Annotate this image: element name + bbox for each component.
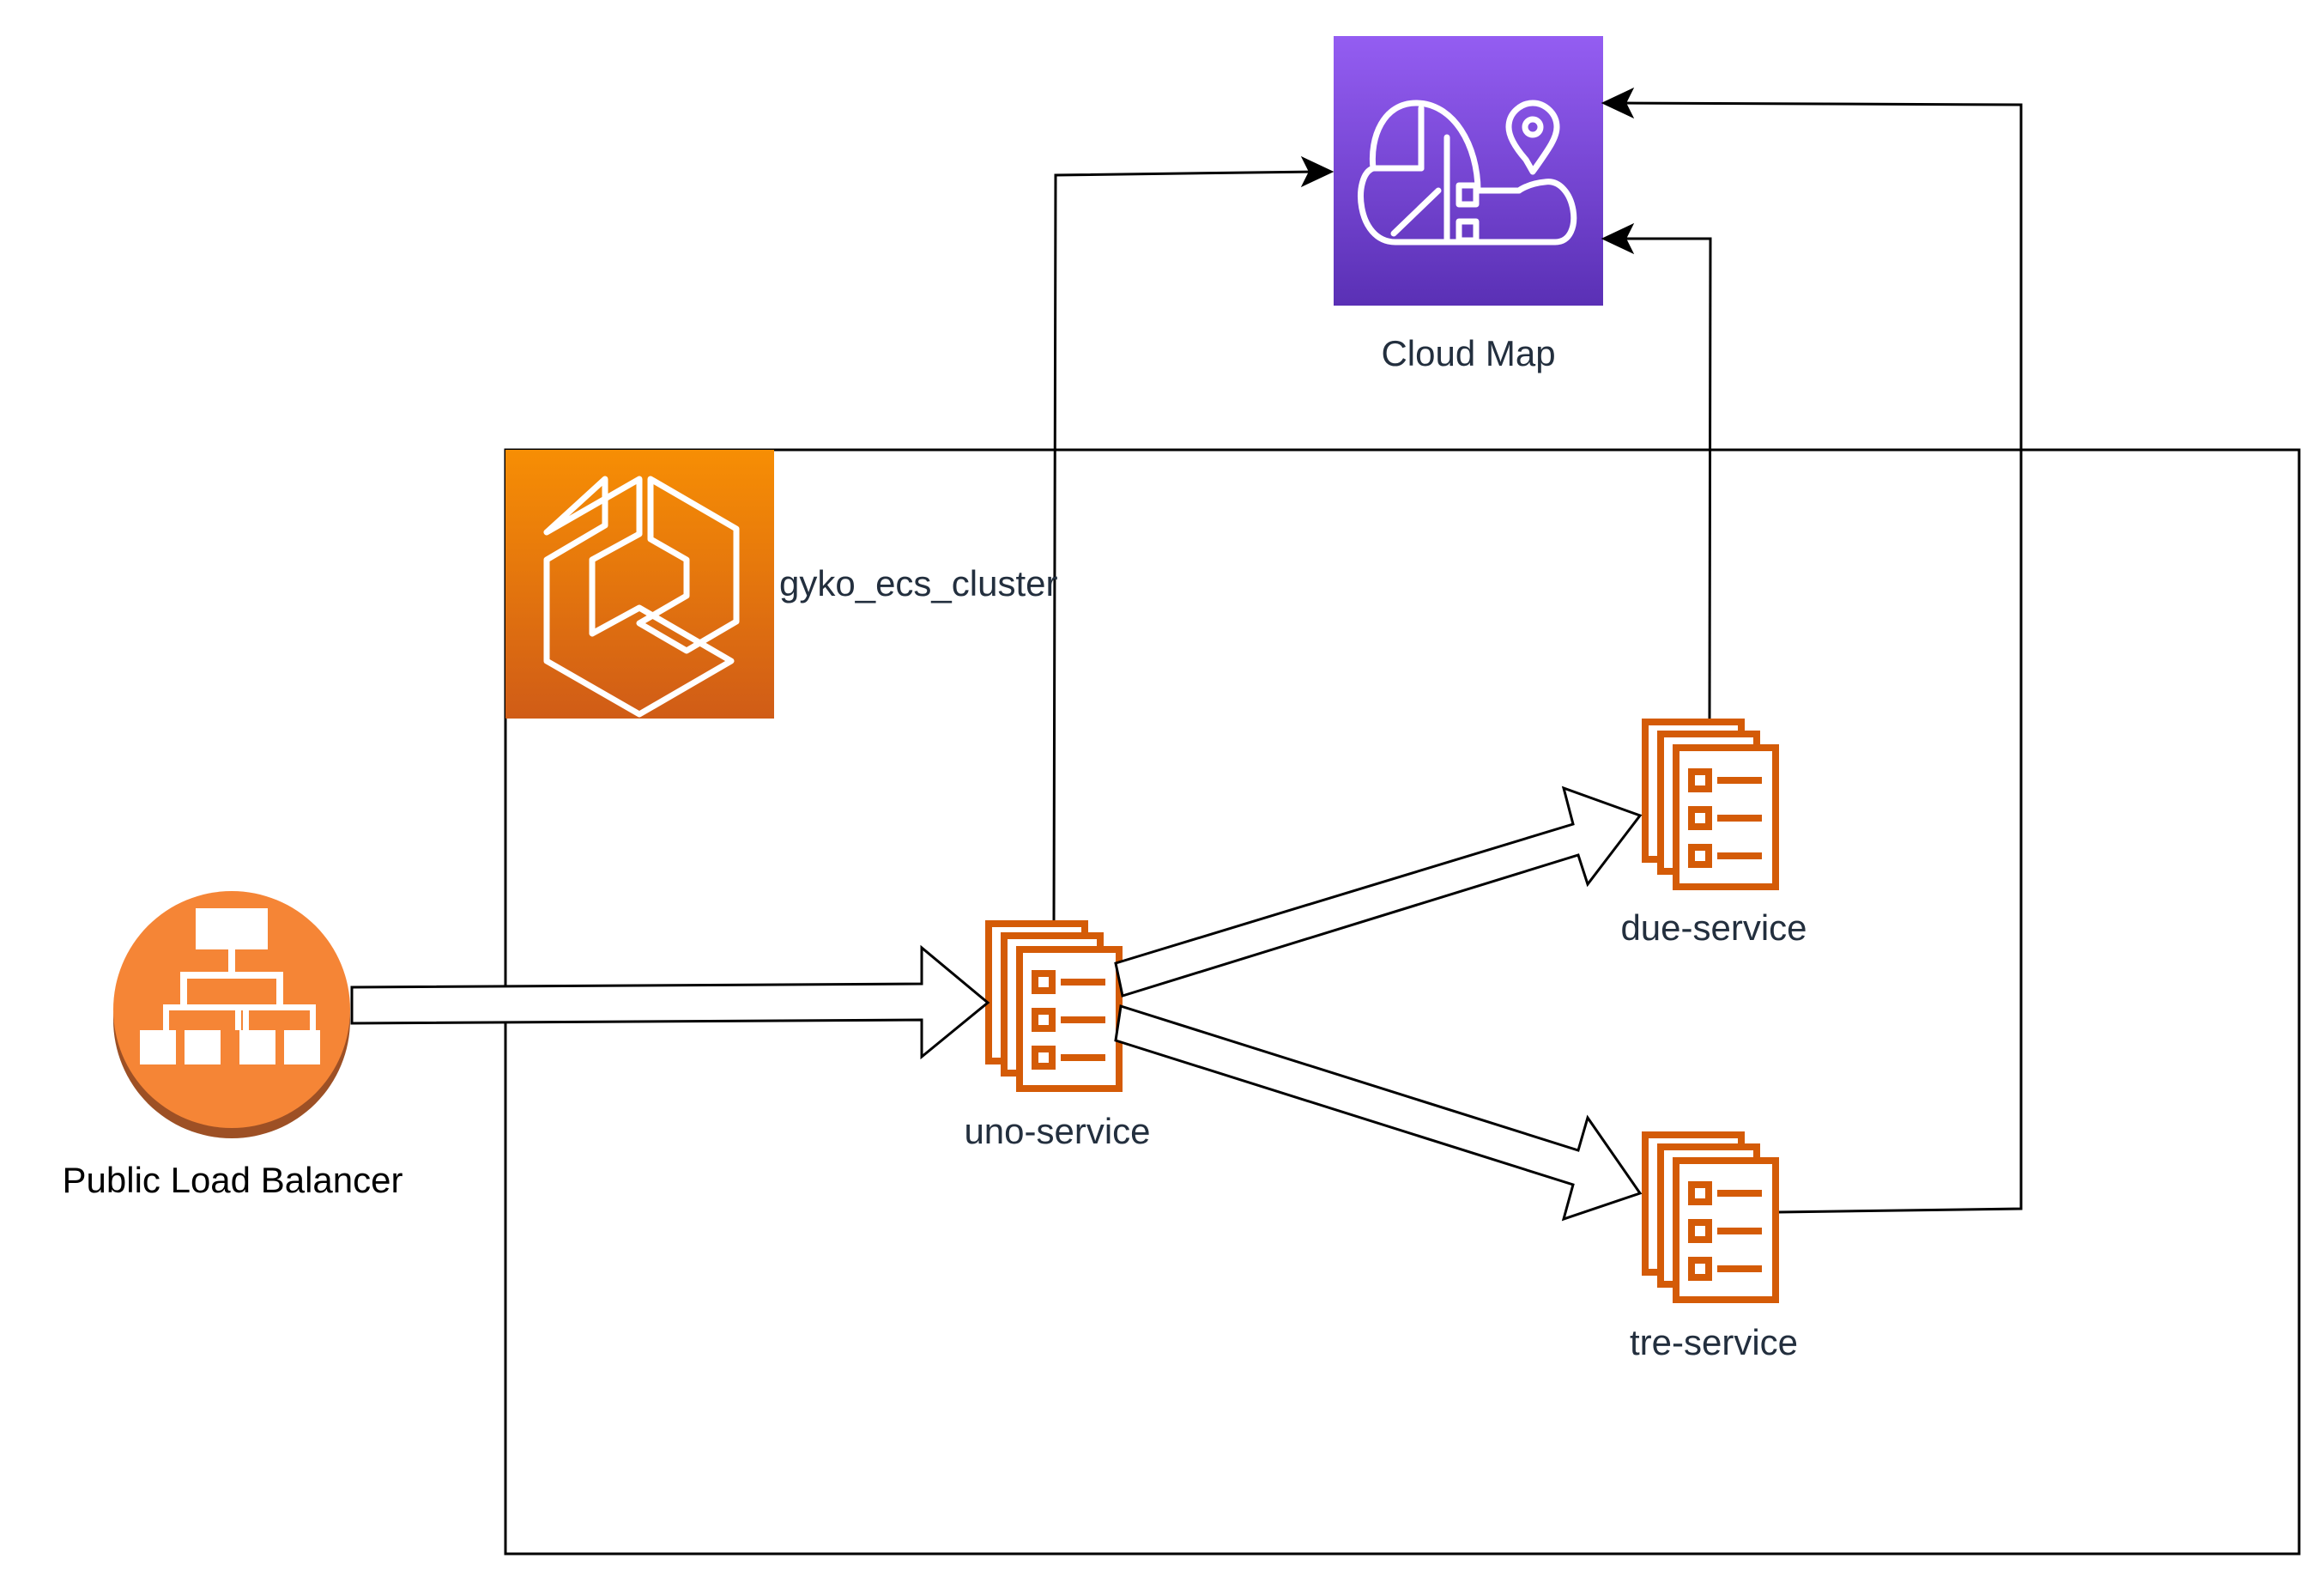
due-service-label: due-service — [1620, 907, 1807, 948]
uno-to-tre-arrow — [1114, 1004, 1643, 1222]
load-balancer-icon — [113, 891, 350, 1138]
cloud-map-label: Cloud Map — [1381, 333, 1556, 373]
load-balancer-label: Public Load Balancer — [62, 1160, 403, 1200]
uno-service-icon — [989, 924, 1119, 1089]
cluster-label: gyko_ecs_cluster — [779, 563, 1058, 603]
ecs-cluster-icon — [505, 450, 774, 719]
tre-to-cloudmap-line — [1621, 101, 2023, 1214]
tre-service-label: tre-service — [1629, 1322, 1799, 1362]
tre-service-icon — [1645, 1135, 1776, 1300]
uno-to-cloudmap-arrowhead — [1300, 155, 1334, 188]
uno-to-due-arrow — [1114, 785, 1643, 998]
due-to-cloudmap-arrowhead — [1601, 222, 1635, 255]
due-to-cloudmap-line — [1622, 237, 1712, 719]
uno-service-label: uno-service — [964, 1111, 1151, 1151]
lb-to-uno-arrow — [350, 944, 990, 1060]
tre-to-cloudmap-arrowhead — [1601, 87, 1635, 119]
due-service-icon — [1645, 722, 1776, 887]
uno-to-cloudmap-line — [1052, 170, 1314, 921]
cloud-map-icon — [1334, 36, 1603, 306]
